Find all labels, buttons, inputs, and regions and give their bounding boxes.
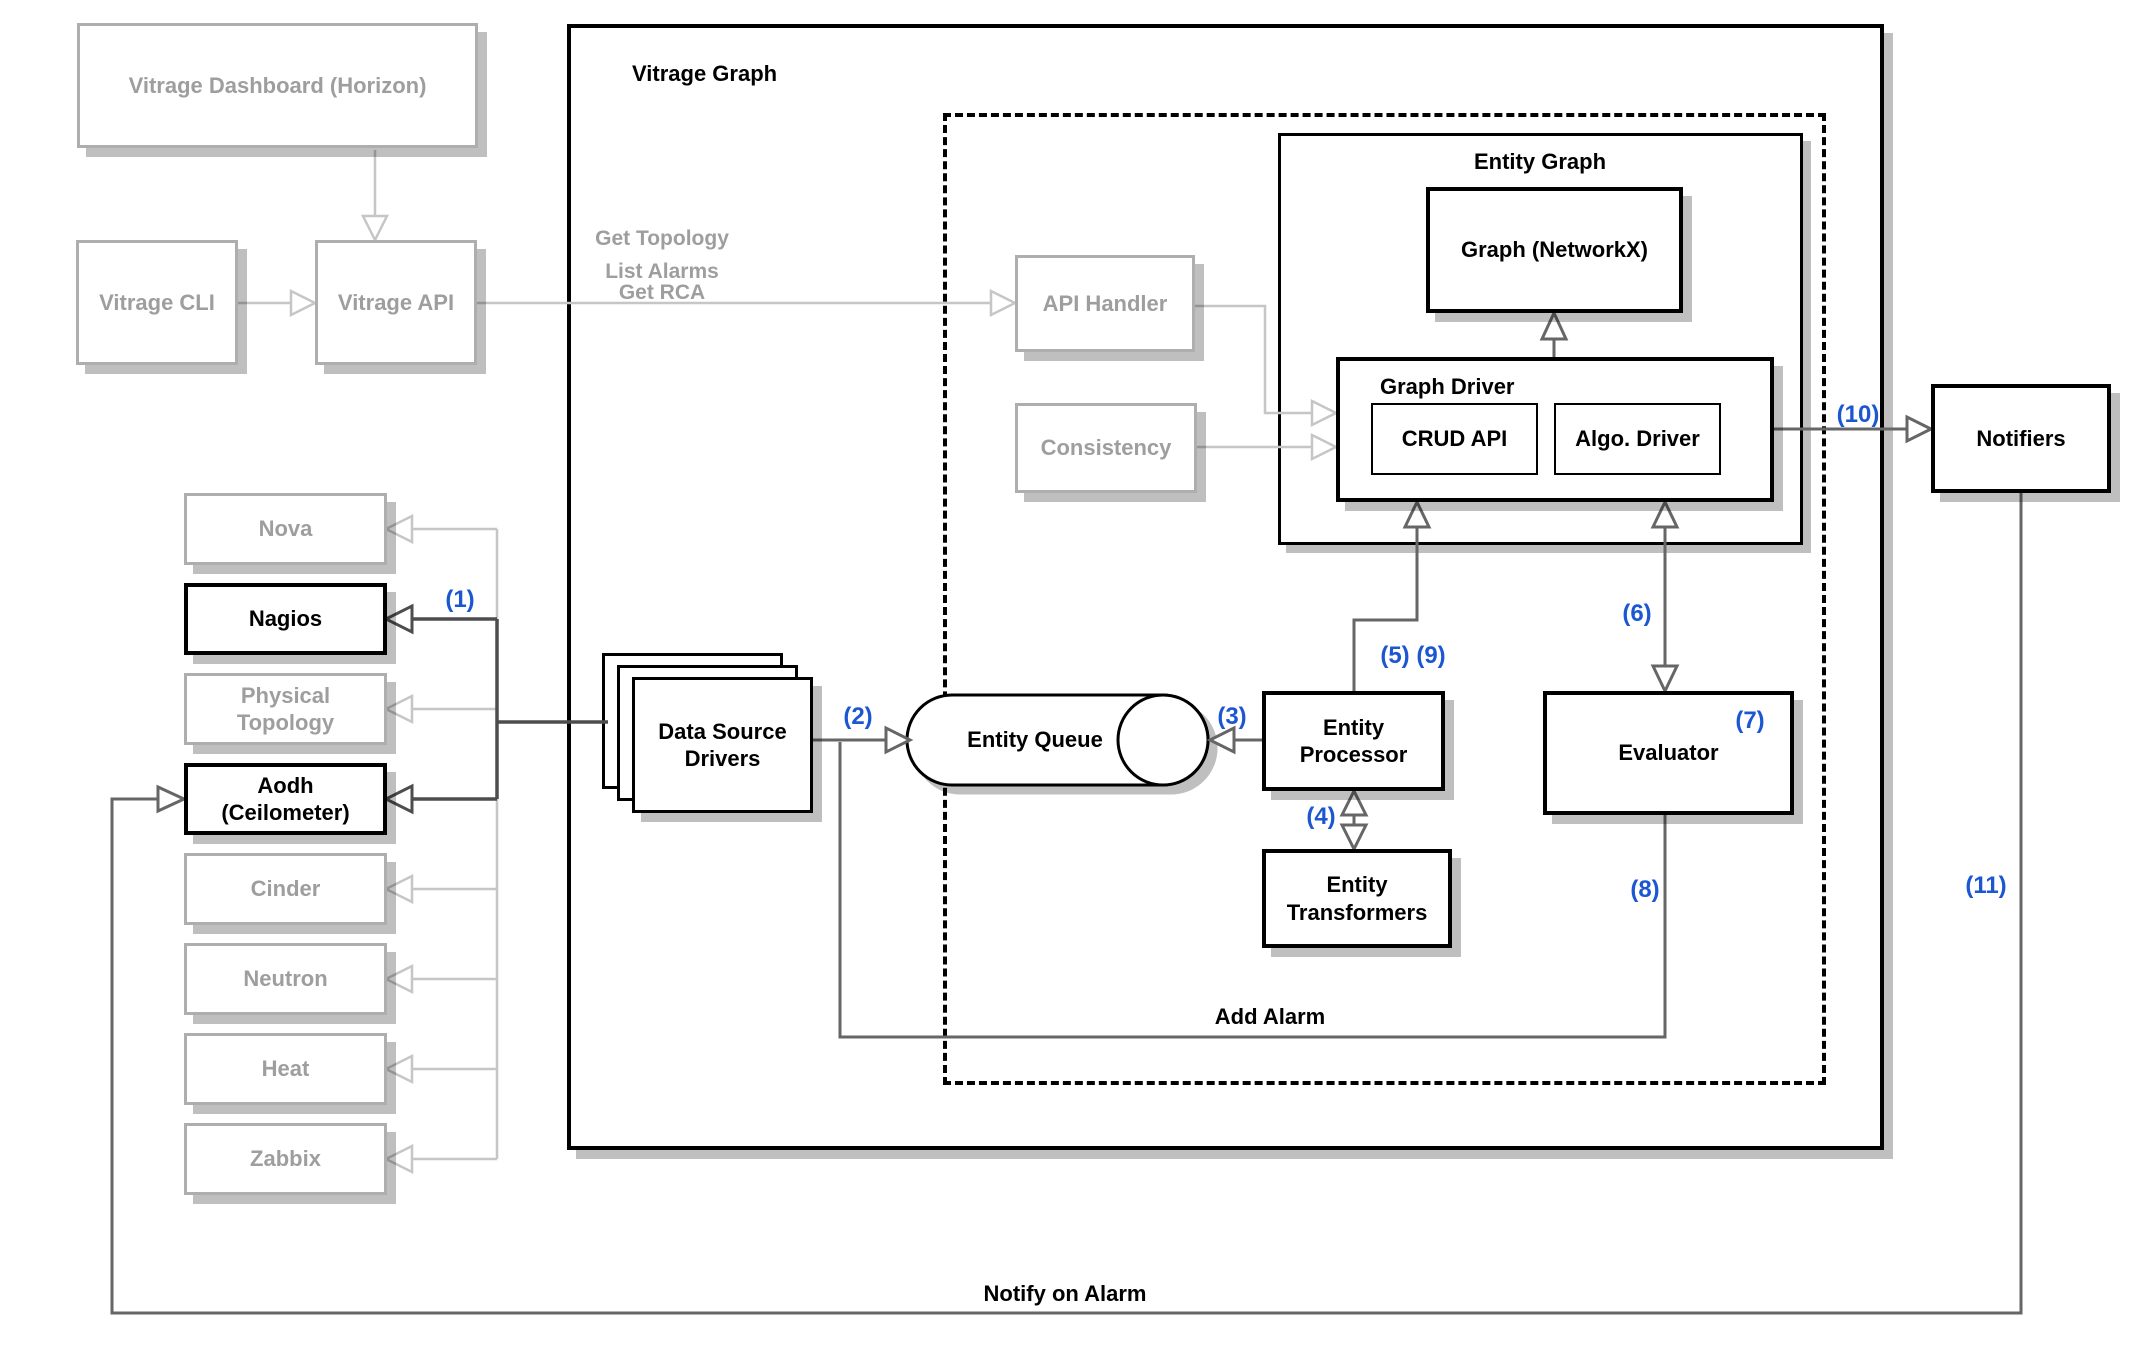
frame-processing-dashed (943, 113, 1826, 1085)
edge-processor-to-queue (1206, 725, 1262, 755)
source-zabbix: Zabbix (184, 1123, 387, 1195)
node-label: Consistency (1040, 435, 1172, 461)
graph-driver-title: Graph Driver (1380, 374, 1515, 399)
edge-datasource-trunk-active (382, 603, 608, 815)
source-aodh-ceilometer: Aodh (Ceilometer) (184, 763, 387, 835)
edge-processor-to-graph-driver (1352, 498, 1432, 691)
edge-graph-driver-to-notifiers (1774, 414, 1935, 444)
node-label: Neutron (243, 966, 328, 992)
node-label: Cinder (250, 876, 321, 902)
edge-label-10: (10) (1836, 401, 1880, 428)
node-graph-driver: Graph Driver CRUD API Algo. Driver (1336, 357, 1774, 502)
node-api-handler: API Handler (1015, 255, 1195, 352)
edge-label-7: (7) (1735, 707, 1765, 734)
edge-label-1: (1) (445, 586, 475, 613)
node-label: Physical Topology (236, 682, 335, 736)
node-label: Vitrage CLI (99, 289, 215, 315)
node-entity-processor: Entity Processor (1262, 691, 1445, 791)
add-alarm-label: Add Alarm (1214, 1004, 1326, 1029)
node-graph-networkx: Graph (NetworkX) (1426, 187, 1683, 313)
node-vitrage-api: Vitrage API (315, 240, 477, 365)
edge-consistency-to-graph-driver (1197, 432, 1339, 462)
edge-label-3: (3) (1217, 703, 1247, 730)
node-label: Nova (258, 516, 313, 542)
edge-notifiers-notify-on-alarm (110, 493, 2023, 1315)
node-label: Heat (261, 1056, 310, 1082)
get-rca-label: Get RCA (618, 281, 706, 304)
edge-evaluator-add-alarm (838, 742, 1667, 1039)
get-topology-label: Get Topology (595, 227, 729, 250)
source-cinder: Cinder (184, 853, 387, 925)
node-label: CRUD API (1401, 426, 1508, 452)
node-consistency: Consistency (1015, 403, 1197, 493)
edge-drivers-to-queue (813, 725, 914, 755)
node-label: Vitrage Dashboard (Horizon) (128, 72, 427, 98)
node-label: Evaluator (1618, 740, 1719, 766)
edge-api-to-api-handler (477, 288, 1018, 318)
node-label: Data Source Drivers (658, 718, 787, 772)
source-neutron: Neutron (184, 943, 387, 1015)
node-data-source-drivers: Data Source Drivers (632, 677, 813, 813)
edge-dashboard-to-api (360, 150, 390, 243)
node-label: Aodh (Ceilometer) (221, 772, 350, 826)
entity-graph-title: Entity Graph (1473, 149, 1607, 174)
node-label: API Handler (1042, 290, 1168, 316)
edge-label-2: (2) (843, 703, 873, 730)
list-alarms-label: List Alarms (605, 260, 719, 283)
edge-graph-driver-to-networkx (1539, 309, 1569, 357)
node-label: Nagios (248, 606, 323, 632)
node-label: Graph (NetworkX) (1460, 237, 1649, 263)
edge-label-6: (6) (1622, 600, 1652, 627)
source-physical-topology: Physical Topology (184, 673, 387, 745)
entity-queue-label: Entity Queue (967, 727, 1103, 752)
node-vitrage-cli: Vitrage CLI (76, 240, 238, 365)
edge-processor-transformers (1339, 787, 1369, 853)
edge-label-11: (11) (1965, 872, 2007, 899)
frame-entity-graph (1278, 133, 1803, 545)
node-label: Entity Processor (1299, 714, 1408, 768)
node-vitrage-dashboard: Vitrage Dashboard (Horizon) (77, 23, 478, 148)
source-nagios: Nagios (184, 583, 387, 655)
node-notifiers: Notifiers (1931, 384, 2111, 493)
node-evaluator: Evaluator (1543, 691, 1794, 815)
node-crud-api: CRUD API (1371, 403, 1538, 475)
entity-queue-shape (905, 693, 1210, 787)
edge-label-5-9: (5) (9) (1380, 642, 1446, 669)
edge-label-8: (8) (1630, 876, 1660, 903)
frame-vitrage-graph (567, 24, 1884, 1150)
notify-on-alarm-label: Notify on Alarm (983, 1281, 1147, 1306)
node-label: Notifiers (1976, 425, 2066, 451)
node-label: Zabbix (250, 1146, 321, 1172)
source-nova: Nova (184, 493, 387, 565)
node-label: Vitrage API (337, 289, 455, 315)
edge-graph-driver-evaluator (1650, 498, 1680, 695)
edge-label-4: (4) (1306, 803, 1336, 830)
edge-cli-to-api (238, 288, 318, 318)
source-heat: Heat (184, 1033, 387, 1105)
node-entity-transformers: Entity Transformers (1262, 849, 1452, 948)
vitrage-graph-title: Vitrage Graph (632, 61, 778, 86)
edge-api-handler-to-graph-driver (1195, 304, 1339, 428)
node-label: Entity Transformers (1286, 872, 1428, 925)
node-label: Algo. Driver (1575, 426, 1700, 452)
node-algo-driver: Algo. Driver (1554, 403, 1721, 475)
